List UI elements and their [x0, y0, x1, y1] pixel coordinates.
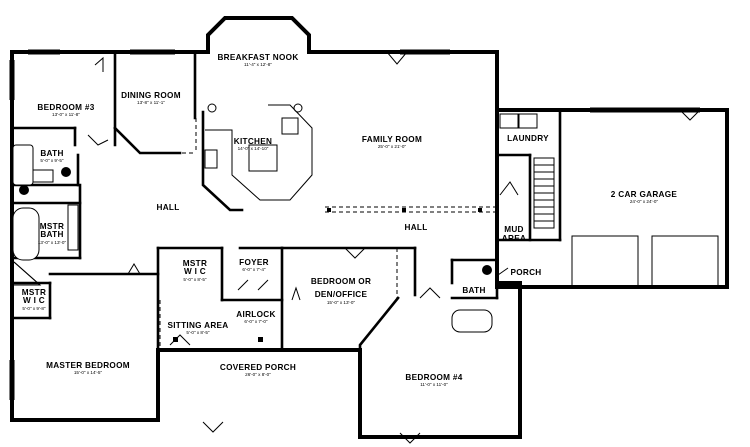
- sitting-area-dimensions: 5'-0" x 8'-5": [186, 330, 210, 335]
- interior-walls: [10, 50, 562, 352]
- bath-top-dimensions: 5'-0" x 9'-5": [40, 158, 64, 163]
- kitchen-light: [207, 103, 217, 113]
- airlock-dimensions: 6'-0" x 7'-0": [244, 319, 268, 324]
- kitchen-label: KITCHEN: [234, 137, 273, 146]
- hall-right-label: HALL: [404, 223, 427, 232]
- dining-room-label: DINING ROOM: [121, 91, 181, 100]
- mud-area-label-line1: MUD: [504, 225, 524, 234]
- washer: [499, 113, 519, 129]
- column: [478, 208, 482, 212]
- toilet: [61, 167, 71, 177]
- stove: [204, 149, 218, 169]
- breakfast-nook-dimensions: 11'-4" x 12'-8": [244, 62, 272, 67]
- bath-tub-right: [451, 309, 493, 333]
- bath-right-label: BATH: [462, 286, 485, 295]
- bedroom-3-dimensions: 13'-0" x 11'-8": [52, 112, 80, 117]
- airlock-label: AIRLOCK: [236, 310, 275, 319]
- master-bedroom-dimensions: 15'-0" x 14'-5": [74, 370, 103, 375]
- bath-toilet: [482, 265, 492, 275]
- openings: [9, 49, 701, 444]
- bedroom-3-label: BEDROOM #3: [37, 103, 94, 112]
- vanity: [32, 169, 54, 183]
- covered-porch-label: COVERED PORCH: [220, 363, 296, 372]
- room-labels: BREAKFAST NOOK 11'-4" x 12'-8" BEDROOM #…: [22, 53, 678, 387]
- foyer-label: FOYER: [239, 258, 269, 267]
- bedroom-den-label-line1: BEDROOM OR: [311, 277, 371, 286]
- breakfast-nook-label: BREAKFAST NOOK: [217, 53, 298, 62]
- dashed-lines: [11, 118, 497, 360]
- kitchen-island: [248, 144, 278, 172]
- master-bedroom-label: MASTER BEDROOM: [46, 361, 130, 370]
- bedroom-den-label-line2: DEN/OFFICE: [315, 290, 368, 299]
- fixtures: [12, 103, 719, 342]
- dining-room-dimensions: 13'-8" x 11'-1": [137, 100, 165, 105]
- mud-area-label-line2: AREA: [502, 234, 526, 243]
- garage-dimensions: 24'-0" x 24'-0": [630, 199, 659, 204]
- stairs: [533, 157, 555, 229]
- garage-door-right: [651, 235, 719, 287]
- mstr-wic-left-label-line1: MSTR: [22, 288, 46, 297]
- mstr-bath-label-line1: MSTR: [40, 222, 64, 231]
- dryer: [518, 113, 538, 129]
- family-room-dimensions: 25'-0" x 21'-0": [378, 144, 407, 149]
- covered-porch-dimensions: 26'-0" x 8'-0": [245, 372, 271, 377]
- kitchen-sink: [281, 117, 299, 135]
- sitting-area-label: SITTING AREA: [167, 321, 228, 330]
- laundry-label: LAUNDRY: [507, 134, 549, 143]
- porch-label: PORCH: [510, 268, 541, 277]
- master-toilet: [19, 185, 29, 195]
- mstr-bath-dimensions: 13'-0" x 13'-0": [38, 240, 67, 245]
- family-room-label: FAMILY ROOM: [362, 135, 422, 144]
- porch-column: [258, 337, 263, 342]
- bath-top-label: BATH: [40, 149, 63, 158]
- master-tub: [12, 207, 40, 261]
- exterior-walls: [10, 16, 729, 439]
- garage-door-left: [571, 235, 639, 287]
- mstr-wic-center-dimensions: 5'-0" x 8'-5": [183, 277, 207, 282]
- mstr-wic-left-label-line2: W I C: [23, 296, 45, 305]
- hall-left-label: HALL: [156, 203, 179, 212]
- column: [327, 208, 331, 212]
- bathtub: [12, 144, 34, 186]
- foyer-dimensions: 6'-0" x 7'-4": [242, 267, 266, 272]
- master-vanity: [67, 204, 79, 251]
- mstr-bath-label-line2: BATH: [40, 230, 63, 239]
- mstr-wic-left-dimensions: 5'-0" x 9'-8": [22, 306, 46, 311]
- kitchen-light: [293, 103, 303, 113]
- mstr-wic-center-label-line1: MSTR: [183, 259, 207, 268]
- mstr-wic-center-label-line2: W I C: [184, 267, 206, 276]
- bedroom-4-dimensions: 11'-0" x 11'-0": [420, 382, 448, 387]
- bedroom-4-label: BEDROOM #4: [405, 373, 462, 382]
- bedroom-den-dimensions: 15'-0" x 13'-0": [327, 300, 356, 305]
- column: [402, 208, 406, 212]
- garage-label: 2 CAR GARAGE: [611, 190, 678, 199]
- kitchen-dimensions: 14'-0" x 14'-10": [238, 146, 269, 151]
